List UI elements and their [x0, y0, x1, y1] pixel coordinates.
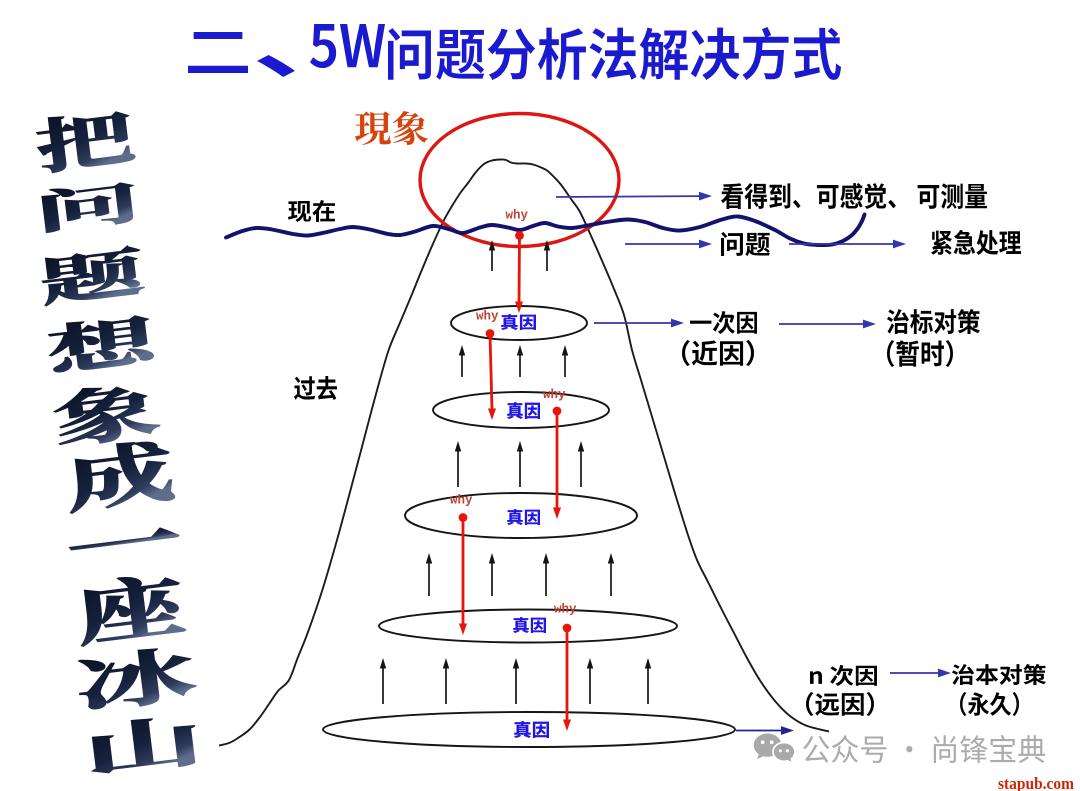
- svg-text:why: why: [554, 603, 577, 617]
- svg-text:why: why: [506, 209, 529, 223]
- svg-text:stapub.com: stapub.com: [998, 774, 1074, 791]
- svg-text:why: why: [450, 494, 473, 508]
- svg-text:why: why: [543, 388, 566, 402]
- svg-text:why: why: [476, 310, 499, 324]
